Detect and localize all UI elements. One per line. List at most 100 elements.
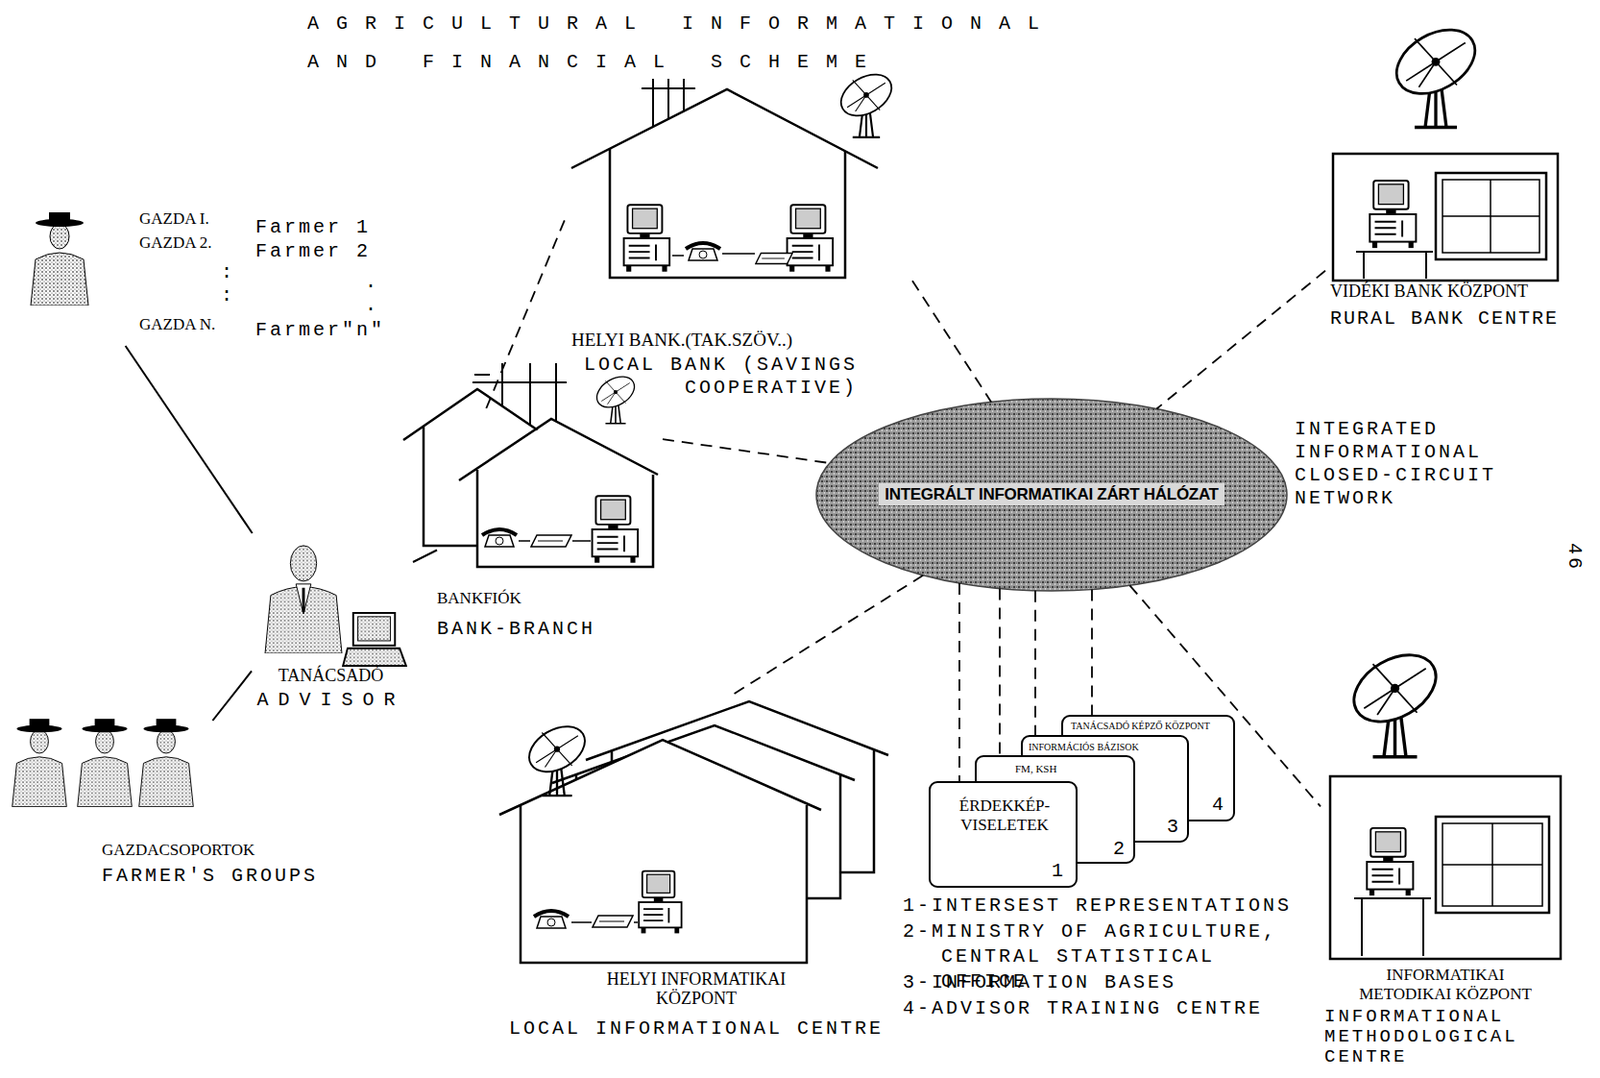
satellite-dish [591,370,640,424]
text-slot: 46 [1557,547,1591,571]
methodological-centre-building-part [1354,897,1431,956]
text-slot: GAZDA I. [139,209,245,229]
dashed-link [912,280,992,402]
dots: . [364,270,385,294]
bank-branch-houses-part [477,420,654,567]
node-label: FARMER'S GROUPS [101,864,333,888]
bank-branch-houses-part [472,363,567,425]
farmer-list: GAZDA I. Farmer 1 GAZDA 2. Farmer 2 GAZDA N.… [19,201,404,346]
bank-branch-houses-part [459,418,658,567]
text-slot: BANK-BRANCH [436,617,658,641]
dots: : [220,261,241,285]
key-item: 3-INFORMATION BASES [902,969,1316,995]
text-slot: Farmer 2 [255,240,400,264]
dashed-link [1090,589,1093,716]
text-slot: HELYI BANK.(TAK.SZÖV..) [571,329,898,351]
rural-bank-building [1333,153,1558,281]
satellite-dish [1342,641,1449,757]
computer-icon [592,495,639,562]
text-slot: TANÁCSADÓ [251,665,411,685]
text-slot: 4 [1212,793,1232,817]
advisor: TANÁCSADÓADVISOR [251,533,413,716]
text-slot: 3-INFORMATION BASES [902,969,1316,995]
methodological-centre-building-part [1330,775,1561,959]
node-label: Farmer"n" [255,318,400,342]
computer-icon [638,871,681,934]
farmer-figure [139,718,194,806]
modem-icon [592,915,633,927]
link-line [412,550,437,563]
key-item: 1-INTERSEST REPRESENTATIONS [902,893,1316,919]
text-slot: 1-INTERSEST REPRESENTATIONS [902,893,1316,919]
node-label: RURAL BANK CENTRE [1330,307,1566,331]
node-label: INTEGRÁLT INFORMATIKAI ZÁRT HÁLÓZAT [878,483,1225,506]
text-slot: FARMER'S GROUPS [101,864,333,888]
node-label: INFORMATIONAL METHODOLOGICAL CENTRE [1324,1006,1567,1067]
methodological-centre-building-part [1442,823,1543,906]
satellite-dish [1385,17,1487,128]
callout-number: 1 [1051,859,1073,883]
node-label: INFORMÁCIÓS BÁZISOK [1028,741,1183,753]
text-slot: . [364,270,385,294]
stacked-card: ÉRDEKKÉP- VISELETEK 1 [928,780,1078,888]
methodological-centre: INFORMATIKAI METODIKAI KÖZPONTINFORMATIO… [1320,773,1570,1073]
dashed-link [662,438,830,463]
link-line [212,670,252,721]
callout-number: 4 [1212,793,1232,817]
dots: : [220,284,241,308]
bank-branch: BANKFIÓKBANK-BRANCH [436,408,663,649]
node-label: TANÁCSADÓ KÉPZŐ KÖZPONT [1070,720,1230,732]
text-slot: 4-ADVISOR TRAINING CENTRE [902,995,1316,1021]
text-slot: FM, KSH [1015,762,1126,776]
text-slot: TANÁCSADÓ KÉPZŐ KÖZPONT [1070,720,1230,732]
bank-branch-houses [403,363,658,567]
dashed-link [485,215,567,409]
text-slot: RURAL BANK CENTRE [1330,307,1566,331]
computer-icon [1369,180,1416,248]
text-slot: : [220,261,241,285]
local-bank-house-part [641,78,696,127]
text-slot: AGRICULTURAL INFORMATIONAL AND FINANCIAL… [307,4,1095,82]
local-informational-houses [499,701,889,963]
modem-icon [755,253,793,265]
text-slot: GAZDA 2. [139,233,245,253]
farmer-figure [12,718,68,806]
phone-icon [685,242,721,261]
node-label: VIDÉKI BANK KÖZPONT [1330,281,1566,301]
methodological-centre-building-part [1442,823,1543,906]
laptop-icon [342,612,407,666]
callout-number: 2 [1113,837,1133,861]
node-label: GAZDA N. [139,315,245,335]
text-slot: LOCAL BANK (SAVINGS COOPERATIVE) [574,353,858,400]
dots: . [364,293,385,317]
node-label: HELYI BANK.(TAK.SZÖV..) [571,329,898,351]
computer-icon [787,204,834,271]
text-slot: INTEGRATED INFORMATIONAL CLOSED-CIRCUIT … [1294,417,1502,510]
local-bank-house-part [571,89,878,169]
text-slot: VIDÉKI BANK KÖZPONT [1330,281,1566,301]
rural-bank-centre: VIDÉKI BANK KÖZPONT RURAL BANK CENTRE [1325,144,1569,341]
text-slot: 1 [1051,859,1073,883]
network-ellipse-node: INTEGRÁLT INFORMATIKAI ZÁRT HÁLÓZAT INTEG… [816,393,1504,596]
callout-number: 3 [1166,815,1187,839]
local-bank-house-part [609,148,846,278]
text-slot: ÉRDEKKÉP- VISELETEK [934,796,1075,835]
node-label: TANÁCSADÓ [251,665,411,685]
local-bank-house [571,78,878,278]
satellite-dish [833,66,899,138]
node-label: BANK-BRANCH [436,617,658,641]
text-slot: INTEGRÁLT INFORMATIKAI ZÁRT HÁLÓZAT [878,483,1225,506]
text-slot: HELYI INFORMATIKAI KÖZPONT [571,969,822,1008]
farmer-figure [30,212,89,306]
local-bank: HELYI BANK.(TAK.SZÖV..)LOCAL BANK (SAVIN… [566,81,913,403]
local-informational-centre: HELYI INFORMATIKAI KÖZPONTLOCAL INFORMAT… [504,696,892,1047]
local-informational-houses-part [520,740,807,963]
text-slot: 3 [1166,815,1187,839]
text-slot: Farmer"n" [255,318,400,342]
text-slot: Farmer 1 [255,216,400,240]
phone-icon [482,529,517,547]
text-slot: GAZDACSOPORTOK [101,840,333,860]
rural-bank-building-part [1356,251,1433,279]
text-slot: . [364,293,385,317]
satellite-dish [521,716,593,796]
